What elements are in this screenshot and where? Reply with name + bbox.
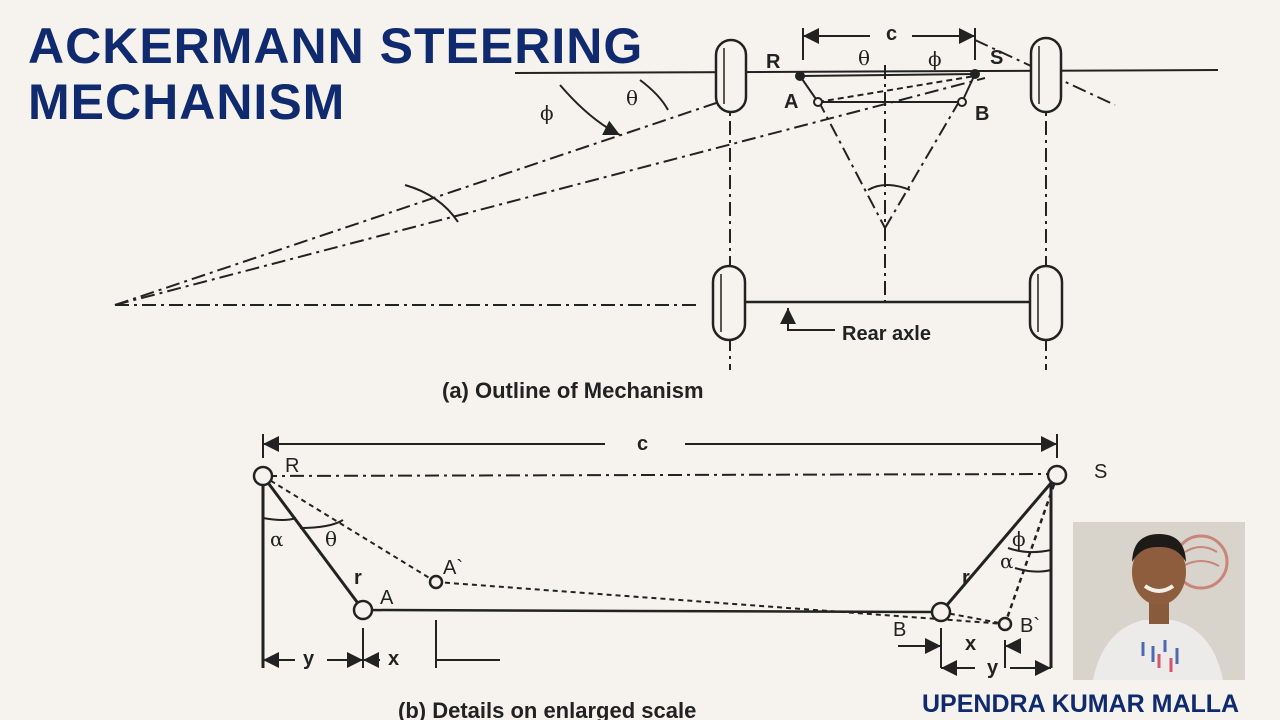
tick-mark bbox=[404, 184, 459, 223]
front-left-wheel bbox=[714, 38, 748, 114]
joint-b-b bbox=[930, 601, 952, 623]
front-axis-line bbox=[514, 69, 1219, 74]
outer-wheel-axis-line bbox=[974, 39, 1116, 106]
label-alpha-left: α bbox=[270, 527, 284, 551]
convergence-angle-arc bbox=[867, 184, 911, 191]
left-arm-extension bbox=[817, 99, 886, 229]
displaced-track-rod bbox=[817, 75, 976, 103]
caption-b: (b) Details on enlarged scale bbox=[398, 698, 696, 720]
label-theta-top: θ bbox=[858, 46, 870, 70]
rear-axle-label: Rear axle bbox=[842, 323, 931, 345]
joint-r-a bbox=[795, 71, 805, 81]
track-rod-b bbox=[362, 608, 942, 614]
joints-a bbox=[795, 69, 980, 107]
linkage-rs bbox=[799, 73, 976, 77]
label-a-a: A bbox=[784, 91, 798, 113]
joint-s-a bbox=[970, 69, 980, 79]
label-b-a: B bbox=[975, 103, 989, 125]
label-b-prime: B` bbox=[1020, 615, 1040, 637]
outer-wheel-radius-line bbox=[114, 77, 986, 306]
theta-angle-arc bbox=[639, 79, 669, 111]
author-name: UPENDRA KUMAR MALLA bbox=[922, 690, 1240, 718]
figure-b-detail bbox=[261, 434, 1059, 676]
arm-sb-prime bbox=[1003, 475, 1059, 625]
joints-b bbox=[252, 464, 1068, 632]
phi-arc-right bbox=[1007, 547, 1052, 554]
label-r-a: R bbox=[766, 51, 781, 73]
b-bprime-dash bbox=[940, 611, 1006, 625]
arm-ra-b bbox=[261, 475, 365, 611]
label-r-left-arm: r bbox=[354, 567, 362, 589]
joint-s-b bbox=[1046, 464, 1068, 486]
arm-ra bbox=[799, 75, 819, 103]
label-y-right: y bbox=[987, 657, 999, 679]
right-arm-extension bbox=[884, 99, 961, 229]
inner-wheel-radius-line bbox=[114, 94, 741, 306]
line-rs bbox=[262, 473, 1058, 477]
wheels-a bbox=[711, 36, 1064, 342]
joint-a-a bbox=[813, 97, 823, 107]
theta-arc-left bbox=[299, 519, 344, 529]
alpha-arc-left bbox=[262, 517, 297, 521]
alpha-arc-right bbox=[1014, 567, 1052, 573]
displaced-track-rod-b bbox=[435, 581, 1006, 625]
rear-axle-leader bbox=[780, 308, 835, 331]
label-c-a: c bbox=[886, 23, 897, 45]
page-title: ACKERMANN STEERING MECHANISM bbox=[28, 18, 644, 130]
front-right-wheel bbox=[1029, 36, 1063, 114]
rear-right-wheel bbox=[1028, 264, 1064, 342]
label-phi-top: ϕ bbox=[928, 47, 942, 71]
presenter-photo bbox=[1073, 522, 1245, 680]
joint-b-a bbox=[957, 97, 967, 107]
label-a-b: A bbox=[380, 587, 394, 609]
label-x-left: x bbox=[388, 648, 399, 670]
label-phi-left: ϕ bbox=[540, 101, 554, 125]
label-a-prime: A` bbox=[443, 557, 463, 579]
label-x-right: x bbox=[965, 633, 976, 655]
label-phi-b: ϕ bbox=[1012, 527, 1026, 551]
label-y-left: y bbox=[303, 648, 315, 670]
arm-sb bbox=[961, 73, 976, 103]
label-theta-b: θ bbox=[325, 527, 337, 551]
label-alpha-right: α bbox=[1000, 549, 1014, 573]
label-r-right-arm: r bbox=[962, 567, 970, 589]
label-s-b: S bbox=[1094, 461, 1107, 483]
label-r-b: R bbox=[285, 455, 299, 477]
joint-r-b bbox=[252, 465, 274, 487]
label-s-a: S bbox=[990, 47, 1003, 69]
arm-sb-b bbox=[939, 475, 1059, 613]
rear-left-wheel bbox=[711, 264, 747, 342]
label-b-b: B bbox=[893, 619, 906, 641]
label-c-b: c bbox=[637, 433, 648, 455]
phi-angle-arc bbox=[559, 84, 621, 136]
label-theta-left: θ bbox=[626, 86, 638, 110]
joint-a-prime-b bbox=[428, 574, 444, 590]
joint-a-b bbox=[352, 599, 374, 621]
joint-b-prime-b bbox=[997, 616, 1013, 632]
caption-a: (a) Outline of Mechanism bbox=[442, 378, 704, 403]
arm-ra-prime bbox=[262, 475, 437, 583]
